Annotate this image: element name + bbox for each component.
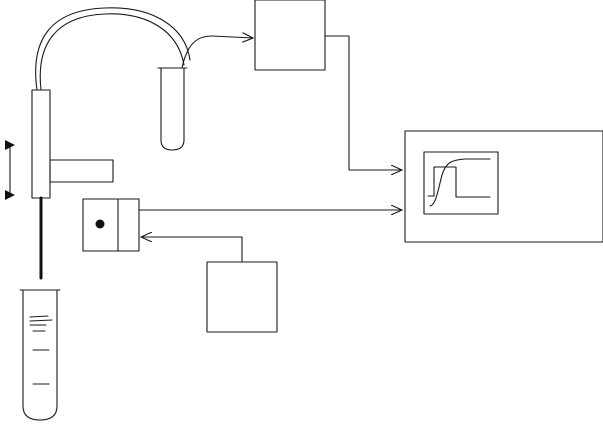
connector-box-top-recorder [324, 35, 402, 170]
detector-box [82, 198, 140, 252]
recorder-screen [423, 151, 499, 215]
tubing-outlet [181, 35, 213, 69]
box-bottom [206, 261, 278, 333]
tube-bottom [22, 289, 58, 421]
tubing-curve-inner [39, 13, 185, 91]
tube-top [160, 67, 185, 151]
side-arm [49, 159, 114, 183]
box-top [254, 0, 326, 71]
column [31, 89, 51, 199]
connector-box-bottom-detector [141, 237, 243, 263]
detector-dot [95, 219, 105, 229]
arrow-to-box-top [211, 36, 253, 38]
recorder [404, 130, 603, 243]
screen-sigmoid-curve [429, 158, 491, 207]
tube-bottom-graduations [29, 315, 53, 385]
tubing-curve [35, 7, 191, 91]
